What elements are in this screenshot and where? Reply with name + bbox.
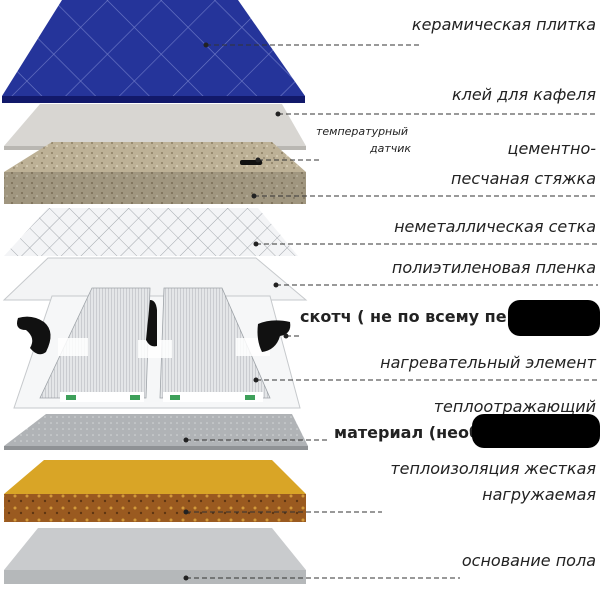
label-temp-sensor-line1: температурный	[316, 125, 409, 138]
label-base: основание пола	[461, 551, 596, 570]
layer-film	[2, 257, 308, 301]
label-insulation-line2: нагружаемая	[482, 485, 596, 504]
label-reflective-line1: теплоотражающий	[433, 397, 596, 416]
label-ceramic-tile: керамическая плитка	[411, 15, 596, 34]
label-temp-sensor-line2: датчик	[370, 142, 412, 155]
layer-base	[4, 528, 306, 584]
label-screed-line1: цементно-	[507, 139, 596, 158]
layer-heating-element	[13, 287, 301, 409]
label-tile-glue: клей для кафеля	[451, 85, 596, 104]
layer-screed	[4, 142, 306, 204]
redaction-blot	[472, 414, 600, 448]
layer-ceramic-tile	[2, 0, 305, 103]
redaction-blot	[508, 300, 600, 336]
leader-lines	[186, 44, 598, 579]
label-insulation-line1: теплоизоляция жесткая	[390, 459, 596, 478]
tape-piece	[138, 340, 172, 358]
label-reflective-line2: материал (необ	[334, 423, 481, 442]
layer-reflective	[4, 414, 308, 450]
leader-dots	[183, 42, 289, 581]
label-heating-element: нагревательный элемент	[380, 353, 596, 372]
label-tape: скотч ( не по всему пер	[300, 307, 519, 326]
label-mesh: неметаллическая сетка	[394, 217, 596, 236]
label-screed-line2: песчаная стяжка	[451, 169, 596, 188]
layer-insulation	[4, 460, 306, 522]
layer-mesh	[4, 208, 298, 256]
label-film: полиэтиленовая пленка	[391, 258, 596, 277]
tape-piece	[58, 338, 88, 356]
